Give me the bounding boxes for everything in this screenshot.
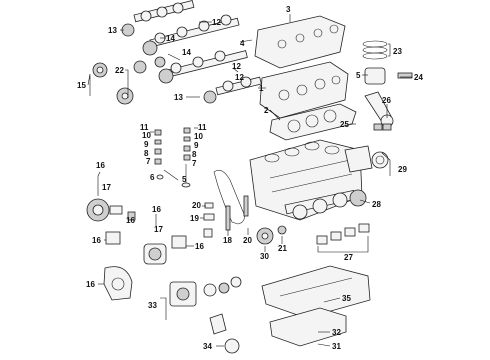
callout-2: 2: [264, 106, 269, 115]
camshaft-upper-1: [121, 0, 195, 37]
callout-35: 35: [342, 294, 351, 303]
callout-12-mid: 12: [232, 62, 241, 71]
callout-6: 6: [150, 173, 155, 182]
crankshaft: [284, 189, 367, 220]
callout-11-left: 11: [140, 123, 149, 132]
callout-10-right: 10: [194, 132, 203, 141]
piston: [364, 67, 413, 85]
callout-13-top: 13: [108, 26, 117, 35]
callout-23: 23: [393, 47, 402, 56]
valve-set-right: [181, 127, 191, 188]
callout-31: 31: [332, 342, 341, 351]
callout-14-mid: 14: [182, 48, 191, 57]
water-pump: [105, 231, 187, 265]
callout-30: 30: [260, 252, 269, 261]
callout-20-top: 20: [192, 201, 201, 210]
callout-16-cover: 16: [86, 280, 95, 289]
upper-oil-pan: [261, 265, 371, 319]
callout-10-left: 10: [142, 131, 151, 140]
callout-5-lower: 5: [182, 175, 187, 184]
callout-19: 19: [190, 214, 199, 223]
callout-12-top: 12: [212, 18, 221, 27]
vvt-gears: [92, 56, 166, 105]
callout-20-low: 20: [243, 236, 252, 245]
timing-cover: [103, 266, 133, 301]
callout-14-top: 14: [166, 34, 175, 43]
crank-pulley: [256, 225, 287, 245]
callout-7-left: 7: [146, 157, 151, 166]
main-bearings: [316, 223, 370, 245]
camshaft-lower-1: [158, 50, 248, 84]
callout-5: 5: [356, 71, 361, 80]
callout-28: 28: [372, 200, 381, 209]
callout-3: 3: [286, 5, 291, 14]
front-cover-pulley: [86, 198, 136, 222]
callout-18: 18: [223, 236, 232, 245]
valve-set-left: [154, 129, 179, 181]
callout-25: 25: [340, 120, 349, 129]
callout-16-pump: 16: [195, 242, 204, 251]
leader-lines: [87, 14, 412, 347]
callout-29: 29: [398, 165, 407, 174]
callout-8-left: 8: [144, 149, 149, 158]
cylinder-head: [259, 61, 349, 119]
callout-9-right: 9: [194, 141, 199, 150]
piston-rings: [362, 40, 388, 60]
callout-15: 15: [77, 81, 86, 90]
callout-24: 24: [414, 73, 423, 82]
callout-22: 22: [115, 66, 124, 75]
oil-pump: [169, 276, 242, 307]
callout-8-right: 8: [192, 150, 197, 159]
callout-16-left: 16: [92, 236, 101, 245]
rear-seal-cover: [344, 145, 389, 173]
callout-11-right: 11: [198, 123, 207, 132]
callout-4: 4: [240, 39, 245, 48]
callout-27: 27: [344, 253, 353, 262]
camshaft-lower-2: [203, 76, 262, 104]
callout-12-low: 12: [235, 73, 244, 82]
cylinder-head-cover: [254, 15, 346, 69]
lower-oil-pan: [269, 307, 347, 347]
connecting-rod: [364, 91, 394, 131]
callout-32: 32: [332, 328, 341, 337]
callout-16-top: 16: [96, 161, 105, 170]
callout-1: 1: [259, 84, 264, 93]
callout-17-mid: 17: [154, 225, 163, 234]
callout-labels: 3 13 12 14 4 14 23 22 12 12 5 24 15 1 13…: [77, 5, 423, 351]
callout-9-left: 9: [144, 140, 149, 149]
callout-7-right: 7: [192, 159, 197, 168]
callout-33: 33: [148, 301, 157, 310]
callout-13-low: 13: [174, 93, 183, 102]
callout-21: 21: [278, 244, 287, 253]
callout-16-mid: 16: [152, 205, 161, 214]
callout-17-top: 17: [102, 183, 111, 192]
timing-chain: [213, 169, 249, 231]
chain-guides: [203, 202, 215, 238]
camshaft-upper-2: [142, 14, 240, 56]
callout-16-small: 16: [126, 216, 135, 225]
callout-34: 34: [203, 342, 212, 351]
callout-26: 26: [382, 96, 391, 105]
oil-pickup: [209, 313, 240, 354]
